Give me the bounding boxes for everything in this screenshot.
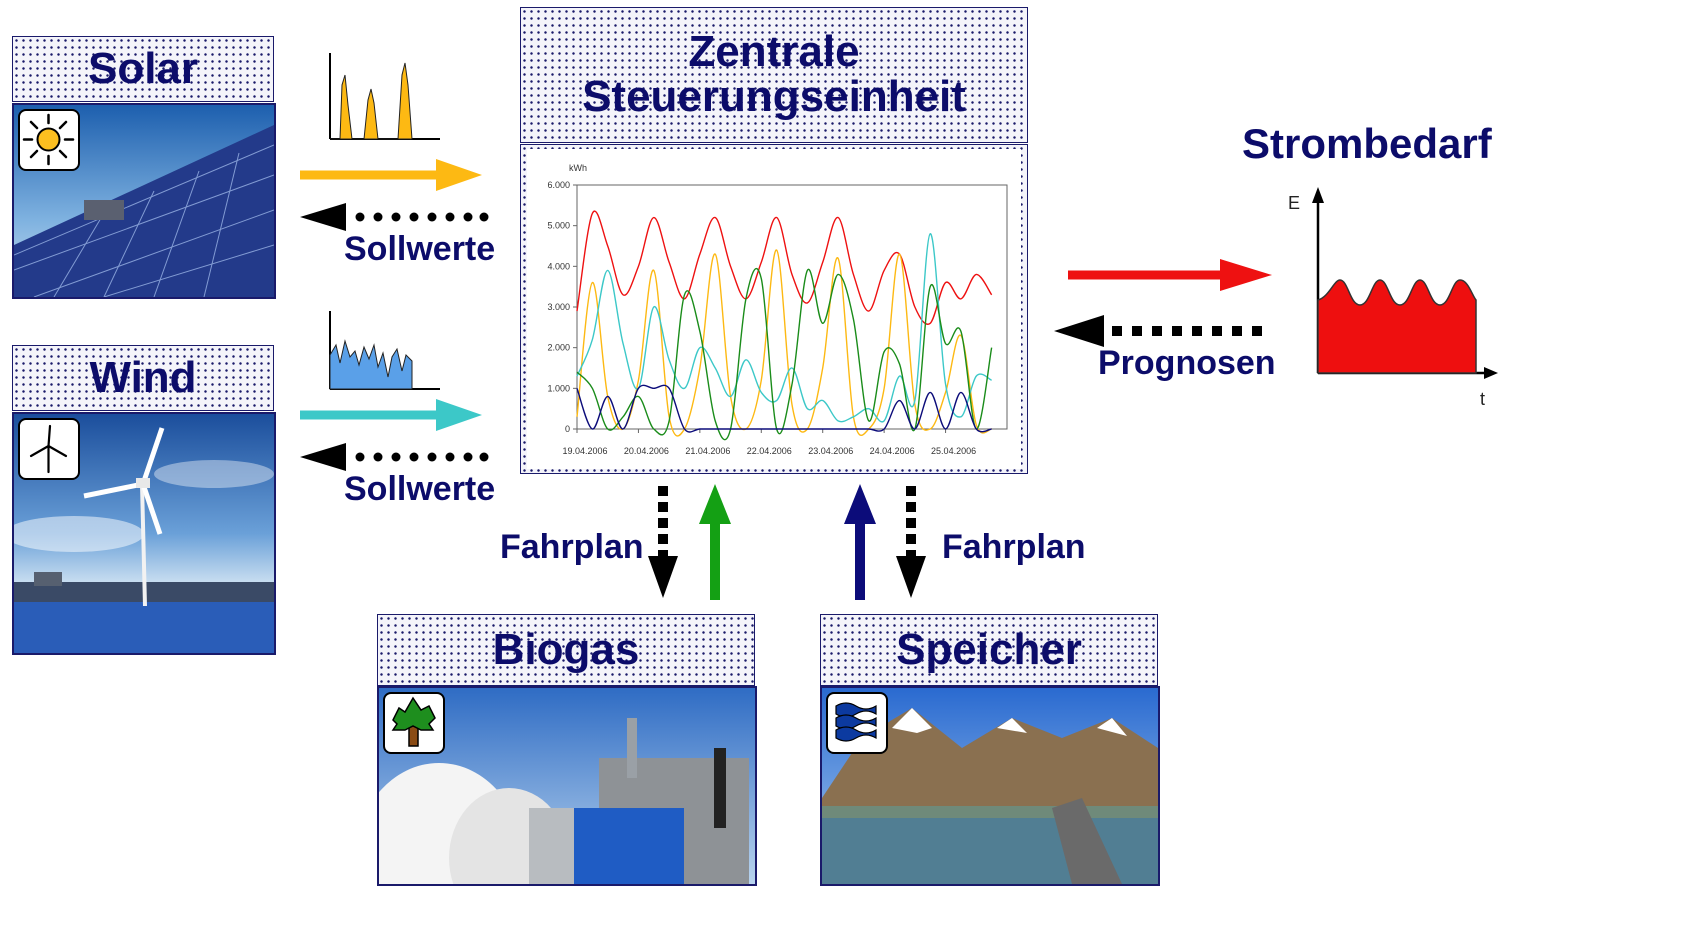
wind-photo bbox=[12, 412, 276, 655]
series-line-4 bbox=[576, 384, 992, 433]
storage-header: Speicher bbox=[820, 614, 1158, 686]
biogas-arrows bbox=[648, 484, 731, 600]
central-line-chart: kWh 0 1.000 2.000 3.000 4.000 5.000 6.000 19.04.… bbox=[527, 149, 1021, 469]
wind-arrows bbox=[300, 399, 489, 471]
wind-turbine-icon bbox=[18, 418, 80, 480]
storage-photo bbox=[820, 686, 1160, 886]
y-tick-label: 1.000 bbox=[547, 383, 570, 393]
setpoints-wind-label: Sollwerte bbox=[344, 470, 496, 508]
wind-mini-chart bbox=[329, 311, 440, 390]
solar-header: Solar bbox=[12, 36, 274, 102]
solar-title: Solar bbox=[87, 43, 199, 93]
biogas-header: Biogas bbox=[377, 614, 755, 686]
water-waves-icon bbox=[826, 692, 888, 754]
x-tick-label: 22.04.2006 bbox=[747, 446, 792, 456]
y-tick-label: 4.000 bbox=[547, 261, 570, 271]
forecasts-label: Prognosen bbox=[1098, 344, 1276, 382]
solar-mini-chart bbox=[329, 53, 440, 140]
solar-photo bbox=[12, 103, 276, 299]
schedule-storage-label: Fahrplan bbox=[942, 528, 1086, 566]
y-tick-label: 0 bbox=[565, 424, 570, 434]
y-tick-label: 6.000 bbox=[547, 180, 570, 190]
demand-axis-t: t bbox=[1480, 389, 1485, 409]
wind-header: Wind bbox=[12, 345, 274, 411]
central-unit-title-line2: Steuerungseinheit bbox=[582, 72, 966, 121]
x-tick-label: 25.04.2006 bbox=[931, 446, 976, 456]
tree-icon bbox=[383, 692, 445, 754]
central-unit-header: Zentrale Steuerungseinheit bbox=[520, 7, 1028, 143]
demand-mini-chart: E t bbox=[1288, 187, 1498, 409]
x-tick-label: 21.04.2006 bbox=[685, 446, 730, 456]
y-tick-label: 3.000 bbox=[547, 302, 570, 312]
x-tick-label: 23.04.2006 bbox=[808, 446, 853, 456]
central-unit-title-line1: Zentrale bbox=[688, 27, 860, 77]
central-chart-frame: kWh 0 1.000 2.000 3.000 4.000 5.000 6.000 19.04.… bbox=[520, 144, 1028, 474]
schedule-biogas-label: Fahrplan bbox=[500, 528, 644, 566]
y-tick-label: 2.000 bbox=[547, 343, 570, 353]
storage-title: Speicher bbox=[896, 624, 1082, 674]
demand-arrows bbox=[1054, 259, 1272, 347]
x-tick-label: 24.04.2006 bbox=[870, 446, 915, 456]
storage-arrows bbox=[844, 484, 926, 600]
demand-axis-e: E bbox=[1288, 193, 1300, 213]
sun-icon bbox=[18, 109, 80, 171]
series-line-2 bbox=[576, 233, 992, 423]
y-tick-label: 5.000 bbox=[547, 221, 570, 231]
demand-title: Strombedarf bbox=[1242, 120, 1492, 167]
setpoints-solar-label: Sollwerte bbox=[344, 230, 496, 268]
biogas-title: Biogas bbox=[492, 624, 640, 674]
biogas-photo bbox=[377, 686, 757, 886]
x-tick-label: 19.04.2006 bbox=[562, 446, 607, 456]
series-line-3 bbox=[576, 267, 993, 441]
wind-title: Wind bbox=[89, 352, 197, 402]
solar-arrows bbox=[300, 159, 489, 231]
x-tick-label: 20.04.2006 bbox=[624, 446, 669, 456]
y-axis-label: kWh bbox=[569, 163, 587, 173]
